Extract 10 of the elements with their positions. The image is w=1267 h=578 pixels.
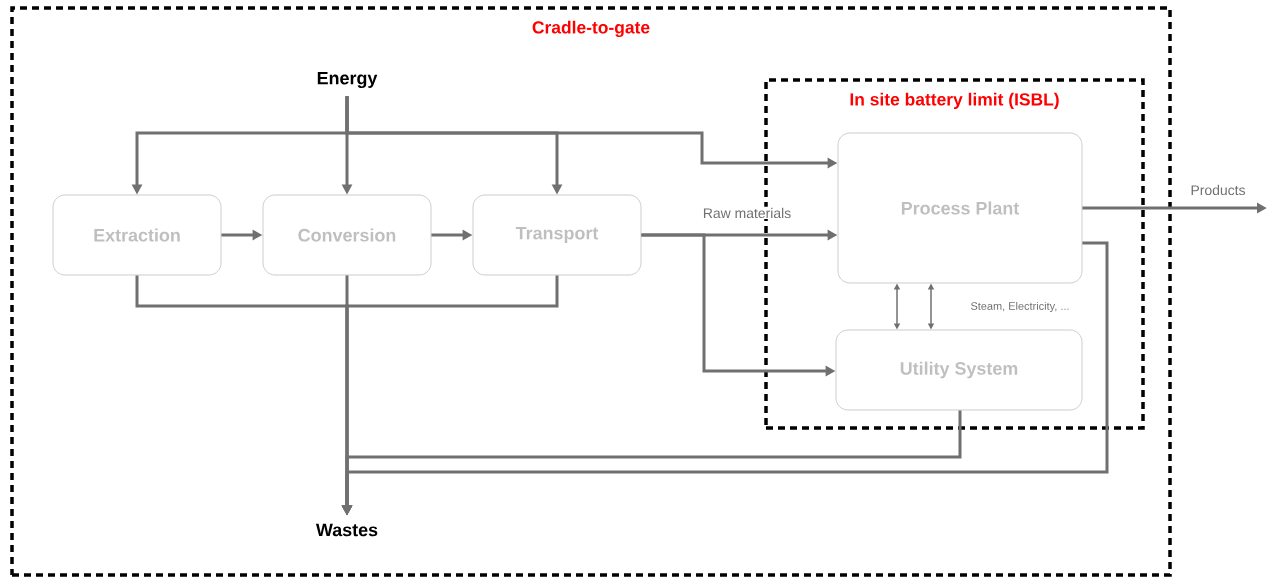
process-box: Utility System [835,329,1083,411]
edge-label: Raw materials [701,206,793,220]
process-box: Transport [472,194,642,276]
flow-label: Energy [317,71,378,89]
process-box: Extraction [52,194,222,276]
edge-label: Products [1189,183,1247,197]
process-box: Process Plant [837,132,1083,284]
flow-label: Wastes [315,523,378,537]
edge-label: Steam, Electricity, ... [969,300,1071,314]
process-box: Conversion [262,194,432,276]
